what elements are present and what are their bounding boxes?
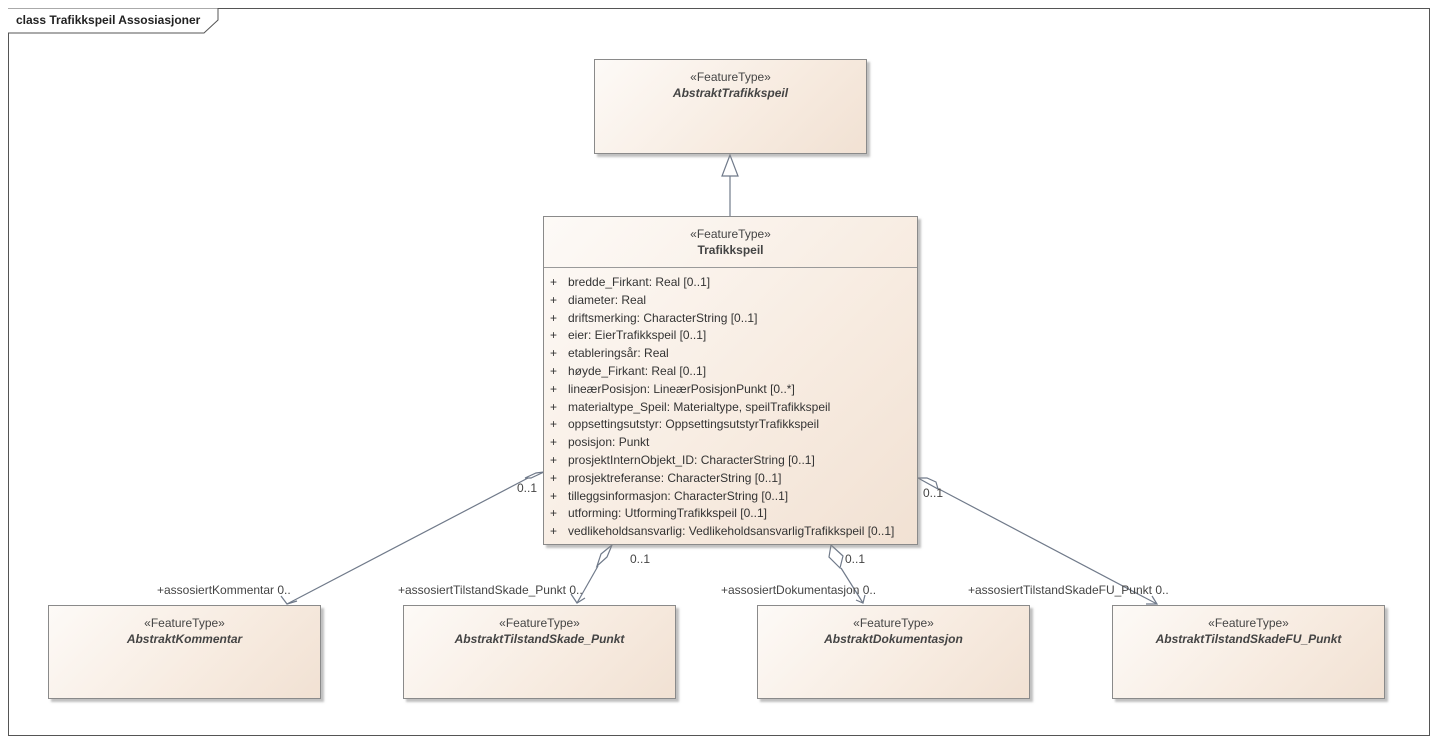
arrowhead-kommentar — [280, 595, 298, 605]
class-abstrakt-tilstand-skade-punkt[interactable]: «FeatureType» AbstraktTilstandSkade_Punk… — [403, 605, 676, 699]
stereotype-label: «FeatureType» — [1208, 616, 1289, 630]
class-trafikkspeil[interactable]: «FeatureType» Trafikkspeil +bredde_Firka… — [543, 216, 918, 545]
multiplicity-label-tilstand-skade-source: 0..1 — [630, 552, 651, 566]
class-abstrakt-kommentar[interactable]: «FeatureType» AbstraktKommentar — [48, 605, 321, 699]
attribute-row: +diameter: Real — [550, 292, 647, 307]
class-name: AbstraktTilstandSkadeFU_Punkt — [1155, 632, 1342, 646]
stereotype-label: «FeatureType» — [499, 616, 580, 630]
attribute-row: +høyde_Firkant: Real [0..1] — [550, 363, 707, 378]
association-line-tilstand-skade — [576, 565, 599, 604]
attribute-row: +prosjektreferanse: CharacterString [0..… — [550, 470, 782, 485]
class-name: AbstraktDokumentasjon — [824, 632, 963, 646]
arrowhead-tilstand-skade-fu — [1146, 595, 1159, 605]
arrowhead-tilstand-skade — [570, 593, 586, 604]
association-line-dokumentasjon — [840, 567, 864, 604]
role-label-tilstand-skade: +assosiertTilstandSkade_Punkt 0.. — [398, 583, 583, 597]
frame-title: class Trafikkspeil Assosiasjoner — [16, 13, 201, 27]
class-name: Trafikkspeil — [697, 243, 764, 257]
aggregation-diamond-dokumentasjon — [828, 543, 844, 570]
aggregation-diamond-kommentar — [524, 471, 545, 479]
attribute-row: +oppsettingsutstyr: OppsettingsutstyrTra… — [550, 417, 819, 432]
attribute-row: +materialtype_Speil: Materialtype, speil… — [550, 399, 831, 414]
role-label-dokumentasjon: +assosiertDokumentasjon 0.. — [721, 583, 877, 597]
class-abstrakt-dokumentasjon[interactable]: «FeatureType» AbstraktDokumentasjon — [757, 605, 1030, 699]
attribute-row: +driftsmerking: CharacterString [0..1] — [550, 310, 758, 325]
attribute-row: +prosjektInternObjekt_ID: CharacterStrin… — [550, 452, 815, 467]
attribute-row: +posisjon: Punkt — [550, 435, 650, 450]
attribute-row: +tilleggsinformasjon: CharacterString [0… — [550, 488, 789, 503]
aggregation-diamond-tilstand-skade — [595, 544, 613, 568]
attribute-row: +utforming: UtformingTrafikkspeil [0..1] — [550, 506, 767, 521]
role-label-tilstand-skade-fu: +assosiertTilstandSkadeFU_Punkt 0.. — [968, 583, 1169, 597]
stereotype-label: «FeatureType» — [144, 616, 225, 630]
arrowhead-dokumentasjon — [855, 594, 866, 604]
class-name: AbstraktTilstandSkade_Punkt — [454, 632, 625, 646]
multiplicity-label-tilstand-skade-fu-source: 0..1 — [923, 486, 944, 500]
attribute-row: +bredde_Firkant: Real [0..1] — [550, 275, 711, 289]
aggregation-diamond-tilstand-skade-fu — [917, 477, 939, 491]
attribute-row: +eier: EierTrafikkspeil [0..1] — [550, 328, 707, 343]
frame-title-tab — [8, 8, 219, 34]
attribute-row: +lineærPosisjon: LineærPosisjonPunkt [0.… — [550, 381, 795, 396]
generalization-arrowhead — [721, 153, 739, 177]
stereotype-label: «FeatureType» — [853, 616, 934, 630]
attribute-row: +vedlikeholdsansvarlig: Vedlikeholdsansv… — [550, 524, 895, 539]
class-abstrakt-tilstand-skade-fu-punkt[interactable]: «FeatureType» AbstraktTilstandSkadeFU_Pu… — [1112, 605, 1385, 699]
diagram-frame — [8, 8, 1430, 736]
stereotype-label: «FeatureType» — [690, 227, 771, 241]
attribute-compartment: +bredde_Firkant: Real [0..1] +diameter: … — [544, 267, 917, 541]
multiplicity-label-dokumentasjon-source: 0..1 — [845, 552, 866, 566]
class-name: AbstraktTrafikkspeil — [672, 86, 789, 100]
class-name: AbstraktKommentar — [126, 632, 243, 646]
class-abstrakt-trafikkspeil[interactable]: «FeatureType» AbstraktTrafikkspeil — [594, 59, 867, 154]
association-line-kommentar — [286, 477, 529, 605]
attribute-row: +etableringsår: Real — [550, 346, 669, 361]
role-label-kommentar: +assosiertKommentar 0.. — [157, 583, 291, 597]
association-line-tilstand-skade-fu — [936, 487, 1158, 605]
stereotype-label: «FeatureType» — [690, 70, 771, 84]
multiplicity-label-kommentar-source: 0..1 — [517, 481, 538, 495]
